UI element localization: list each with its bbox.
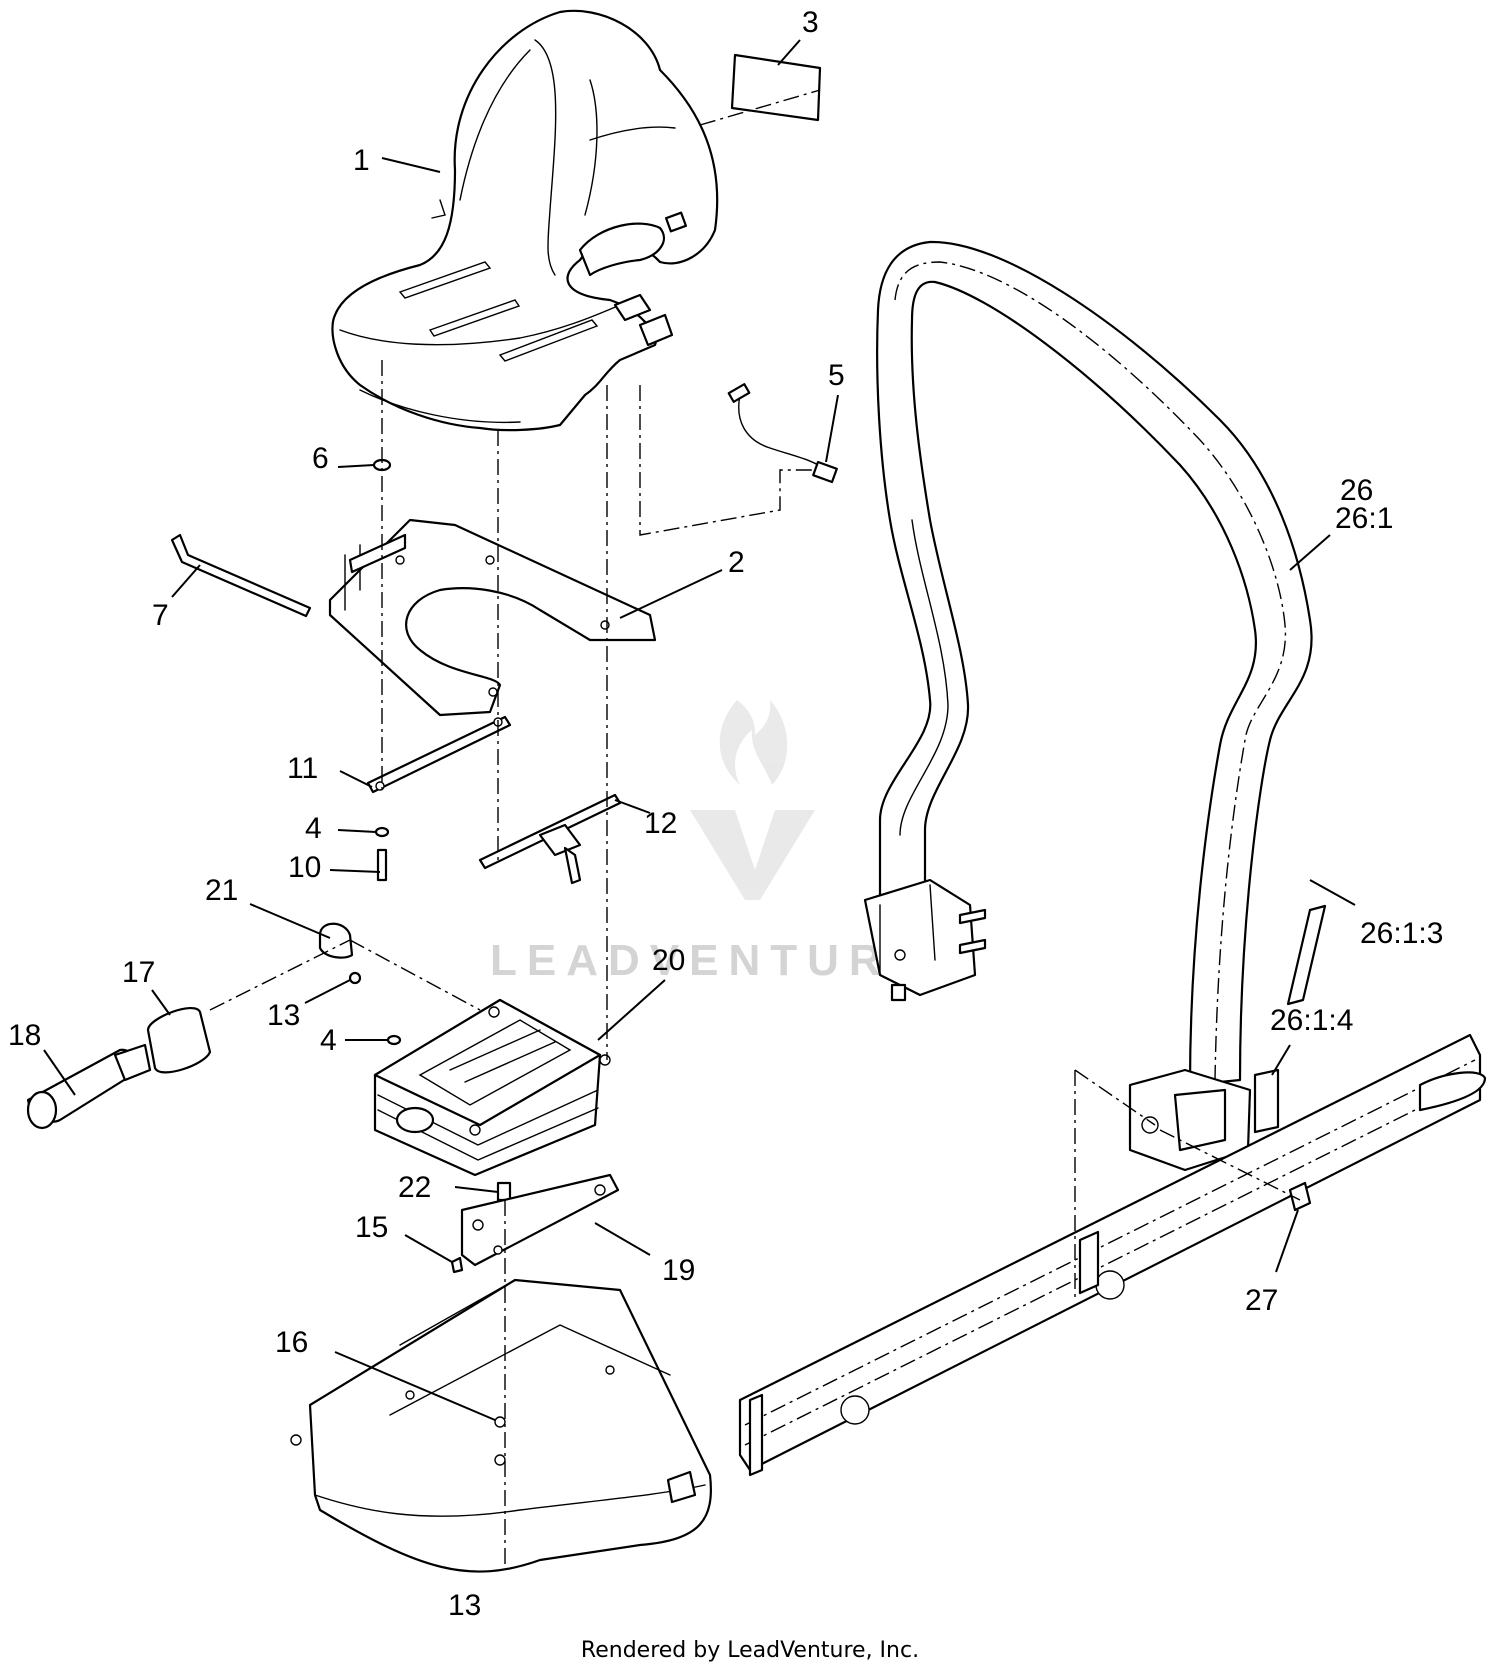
bolt-22: [496, 1181, 512, 1202]
seat-suspension: [373, 998, 611, 1177]
callout-19: 19: [662, 1254, 695, 1287]
callout-17: 17: [122, 956, 155, 989]
callout-11: 11: [287, 752, 318, 785]
callout-4a: 4: [305, 812, 322, 845]
callout-3: 3: [802, 6, 819, 39]
frame-rail: [738, 1033, 1487, 1477]
callout-27: 27: [1245, 1284, 1278, 1317]
callout-6: 6: [312, 442, 329, 475]
callout-26-1-4: 26:1:4: [1270, 1004, 1353, 1037]
leader-lines: [43, 39, 1356, 1421]
callout-22: 22: [398, 1171, 431, 1204]
centerlines: [209, 89, 1301, 1565]
callouts: 1 2 3 4 4 5 6 7 10 11 12 13 13 15 16 17 …: [8, 6, 1443, 1622]
mount-plate: [460, 1173, 620, 1267]
callout-12: 12: [644, 807, 677, 840]
decal: [730, 53, 822, 122]
rops-bar: [863, 240, 1313, 1172]
callout-13a: 13: [267, 999, 300, 1032]
spacer: [146, 1006, 212, 1074]
callout-21: 21: [205, 874, 238, 907]
callout-1: 1: [353, 144, 370, 177]
rops-decal-3: [1286, 904, 1327, 1006]
seat-base: [290, 1278, 712, 1573]
washer-4-upper: [374, 826, 390, 838]
callout-4b: 4: [320, 1024, 337, 1057]
callout-2: 2: [728, 546, 745, 579]
footer-credit: Rendered by LeadVenture, Inc.: [580, 1638, 920, 1663]
callout-10: 10: [288, 851, 321, 884]
seat-switch-cable: [727, 383, 838, 484]
callout-13b: 13: [448, 1589, 481, 1622]
callout-16: 16: [275, 1326, 308, 1359]
watermark-text: LEADVENTURE: [490, 936, 930, 985]
seat-rail-right: [478, 793, 622, 885]
seat-rail-left: [366, 715, 512, 794]
watermark-logo: [690, 700, 815, 900]
callout-20: 20: [652, 944, 685, 977]
callout-26-1: 26:1: [1335, 502, 1393, 535]
washer-4-lower: [386, 1034, 402, 1046]
manual-tube: [26, 1043, 152, 1130]
callout-7: 7: [152, 599, 169, 632]
fastener-15: [450, 1256, 464, 1274]
callout-15: 15: [355, 1211, 388, 1244]
callout-5: 5: [828, 359, 845, 392]
rops-decal-4: [1253, 1068, 1280, 1134]
seat: [331, 9, 719, 432]
callout-18: 18: [8, 1019, 41, 1052]
bolt-10: [376, 848, 388, 882]
adjust-rod: [170, 533, 312, 618]
bolt-27: [1288, 1181, 1312, 1212]
callout-26-1-3: 26:1:3: [1360, 917, 1443, 950]
callout-26: 26: [1340, 474, 1373, 507]
seat-pan: [328, 518, 657, 717]
nut-13-upper: [348, 971, 362, 985]
